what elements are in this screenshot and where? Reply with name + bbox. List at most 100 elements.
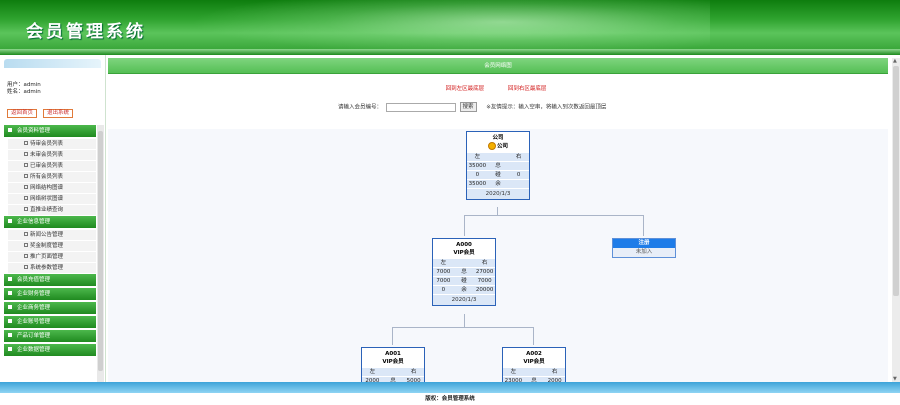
search-label: 请输入会员编号：: [338, 104, 383, 111]
node-header: 公司 公司: [467, 132, 529, 152]
cell: 7000: [436, 269, 451, 275]
node-id: A000: [456, 242, 472, 248]
menu-item[interactable]: 网络结构图谱: [8, 183, 96, 194]
menu-group-label: 企业财务管理: [17, 291, 51, 297]
header-stripe: [0, 49, 900, 55]
menu-item[interactable]: 所有会员列表: [8, 172, 96, 183]
node-date: 2020/1/3: [433, 294, 495, 305]
cell: 碰: [461, 278, 467, 284]
cell: [383, 368, 404, 376]
tree-connector: [464, 215, 644, 216]
checkbox-icon: [24, 232, 28, 236]
sidebar-scroll-thumb[interactable]: [98, 131, 103, 371]
menu-item-label: 未审会员列表: [30, 152, 64, 158]
world-map-graphic: [190, 0, 710, 55]
checkbox-icon: [24, 243, 28, 247]
menu-item[interactable]: 直推业绩查询: [8, 205, 96, 216]
node-level: VIP会员: [523, 359, 545, 365]
menu-group-label: 会员充值管理: [17, 277, 51, 283]
cell: 5000: [406, 378, 421, 382]
menu-group-label: 企业数据管理: [17, 347, 51, 353]
header-banner: 会员管理系统: [0, 0, 900, 55]
square-bullet-icon: [8, 305, 12, 309]
menu-item[interactable]: 待审会员列表: [8, 139, 96, 150]
scroll-up-icon[interactable]: ▲: [893, 58, 897, 64]
cell: 7000: [436, 278, 451, 284]
menu-item[interactable]: 未审会员列表: [8, 150, 96, 161]
cell: 0: [441, 287, 446, 293]
checkbox-icon: [24, 196, 28, 200]
scroll-down-icon[interactable]: ▼: [893, 376, 897, 382]
cell: 2000: [365, 378, 380, 382]
menu-group-label: 产品订单管理: [17, 333, 51, 339]
cell: [454, 259, 475, 267]
menu-item[interactable]: 奖金制度管理: [8, 241, 96, 252]
menu-item-label: 网络树状图谱: [30, 196, 64, 202]
square-bullet-icon: [8, 219, 12, 223]
cell: 余: [461, 287, 467, 293]
menu-item-label: 待审会员列表: [30, 141, 64, 147]
square-bullet-icon: [8, 333, 12, 337]
main-scroll-thumb[interactable]: [893, 66, 899, 296]
cell: [508, 162, 529, 170]
menu-item[interactable]: 系统参数管理: [8, 263, 96, 274]
menu-group-header[interactable]: 企业财务管理: [4, 288, 96, 300]
user-info: 用户：admin 姓名：admin: [0, 68, 105, 96]
menu-item[interactable]: 已审会员列表: [8, 161, 96, 172]
square-bullet-icon: [8, 277, 12, 281]
square-bullet-icon: [8, 319, 12, 323]
checkbox-icon: [24, 185, 28, 189]
right-bottom-link[interactable]: 回到右区最底层: [507, 86, 547, 92]
cell: 2000: [547, 378, 562, 382]
menu-item[interactable]: 推广页面管理: [8, 252, 96, 263]
footer: 版权：会员管理系统: [0, 393, 900, 405]
search-button[interactable]: 搜索: [459, 102, 477, 112]
menu-group-header[interactable]: 企业商务管理: [4, 302, 96, 314]
cell: 7000: [477, 278, 492, 284]
sidebar-buttons: 返回首页 退出系统: [7, 109, 77, 118]
menu-group-header[interactable]: 企业账号管理: [4, 316, 96, 328]
user-name: 姓名：admin: [7, 89, 41, 95]
cell: 左: [510, 369, 517, 375]
menu-group-header[interactable]: 企业信息管理: [4, 216, 96, 228]
sidebar-menu: 会员资料管理待审会员列表未审会员列表已审会员列表所有会员列表网络结构图谱网络树状…: [4, 125, 96, 382]
menu-group-header[interactable]: 会员充值管理: [4, 274, 96, 286]
cell: 右: [410, 369, 417, 375]
logout-button[interactable]: 退出系统: [42, 109, 73, 118]
menu-group-header[interactable]: 会员资料管理: [4, 125, 96, 137]
menu-group-header[interactable]: 企业数据管理: [4, 344, 96, 356]
checkbox-icon: [24, 163, 28, 167]
node-header: A002 VIP会员: [503, 348, 565, 367]
menu-item[interactable]: 网络树状图谱: [8, 194, 96, 205]
node-level: VIP会员: [453, 250, 475, 256]
cell: 右: [515, 153, 522, 160]
cell: 20000: [475, 287, 494, 293]
member-badge-icon: [487, 142, 496, 150]
tree-connector: [392, 327, 534, 328]
node-name: 公司: [496, 143, 508, 150]
checkbox-icon: [24, 254, 28, 258]
home-button[interactable]: 返回首页: [7, 109, 38, 118]
member-id-input[interactable]: [385, 102, 456, 112]
menu-group-label: 会员资料管理: [17, 128, 51, 134]
left-bottom-link[interactable]: 回到左区最底层: [445, 86, 485, 92]
menu-item[interactable]: 新闻公告管理: [8, 230, 96, 241]
checkbox-icon: [24, 174, 28, 178]
sidebar-topbar: [4, 59, 101, 68]
sidebar-scrollbar[interactable]: [97, 125, 104, 382]
menu-group-label: 企业商务管理: [17, 305, 51, 311]
register-slot[interactable]: 注册 未加入: [612, 238, 676, 258]
menu-item-label: 所有会员列表: [30, 174, 64, 180]
cell: 27000: [475, 269, 494, 275]
menu-group-label: 企业信息管理: [17, 219, 51, 225]
tree-connector: [392, 327, 393, 345]
main-scrollbar[interactable]: ▲ ▼: [892, 58, 900, 382]
cell: 左: [369, 369, 376, 375]
tree-connector: [533, 327, 534, 345]
menu-group-header[interactable]: 产品订单管理: [4, 330, 96, 342]
